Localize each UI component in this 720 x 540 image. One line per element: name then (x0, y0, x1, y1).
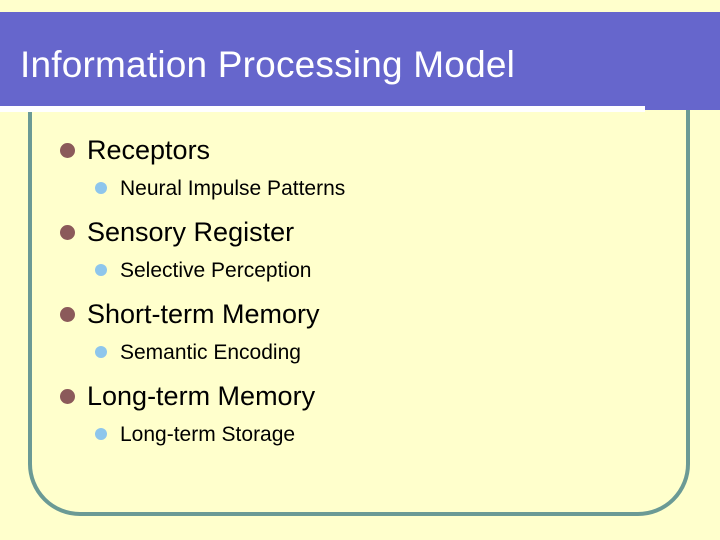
bullet-sublabel: Long-term Storage (120, 422, 296, 446)
bullet-item-level1: Sensory Register (60, 215, 294, 249)
bullet-sublabel: Semantic Encoding (120, 340, 301, 364)
bullet-label: Long-term Memory (87, 380, 316, 411)
bullet-item-level2: Semantic Encoding (95, 338, 301, 366)
bullet-item-level2: Selective Perception (95, 256, 311, 284)
circle-bullet-icon (60, 142, 75, 158)
title-band: Information Processing Model (0, 12, 720, 112)
bullet-label: Sensory Register (87, 216, 295, 247)
circle-bullet-icon (95, 264, 107, 276)
bullet-sublabel: Neural Impulse Patterns (120, 176, 346, 200)
bullet-label: Short-term Memory (87, 298, 320, 329)
bullet-item-level1: Long-term Memory (60, 379, 315, 413)
circle-bullet-icon (60, 388, 75, 404)
bullet-item-level2: Long-term Storage (95, 420, 295, 448)
bullet-item-level1: Receptors (60, 133, 210, 167)
circle-bullet-icon (95, 182, 107, 194)
circle-bullet-icon (60, 224, 75, 240)
circle-bullet-icon (60, 306, 75, 322)
bullet-item-level1: Short-term Memory (60, 297, 320, 331)
bullet-item-level2: Neural Impulse Patterns (95, 174, 345, 202)
bullet-sublabel: Selective Perception (120, 258, 312, 282)
title-underline-rule (0, 106, 645, 112)
bullet-label: Receptors (87, 134, 211, 165)
circle-bullet-icon (95, 346, 107, 358)
circle-bullet-icon (95, 428, 107, 440)
slide-title: Information Processing Model (20, 44, 516, 85)
